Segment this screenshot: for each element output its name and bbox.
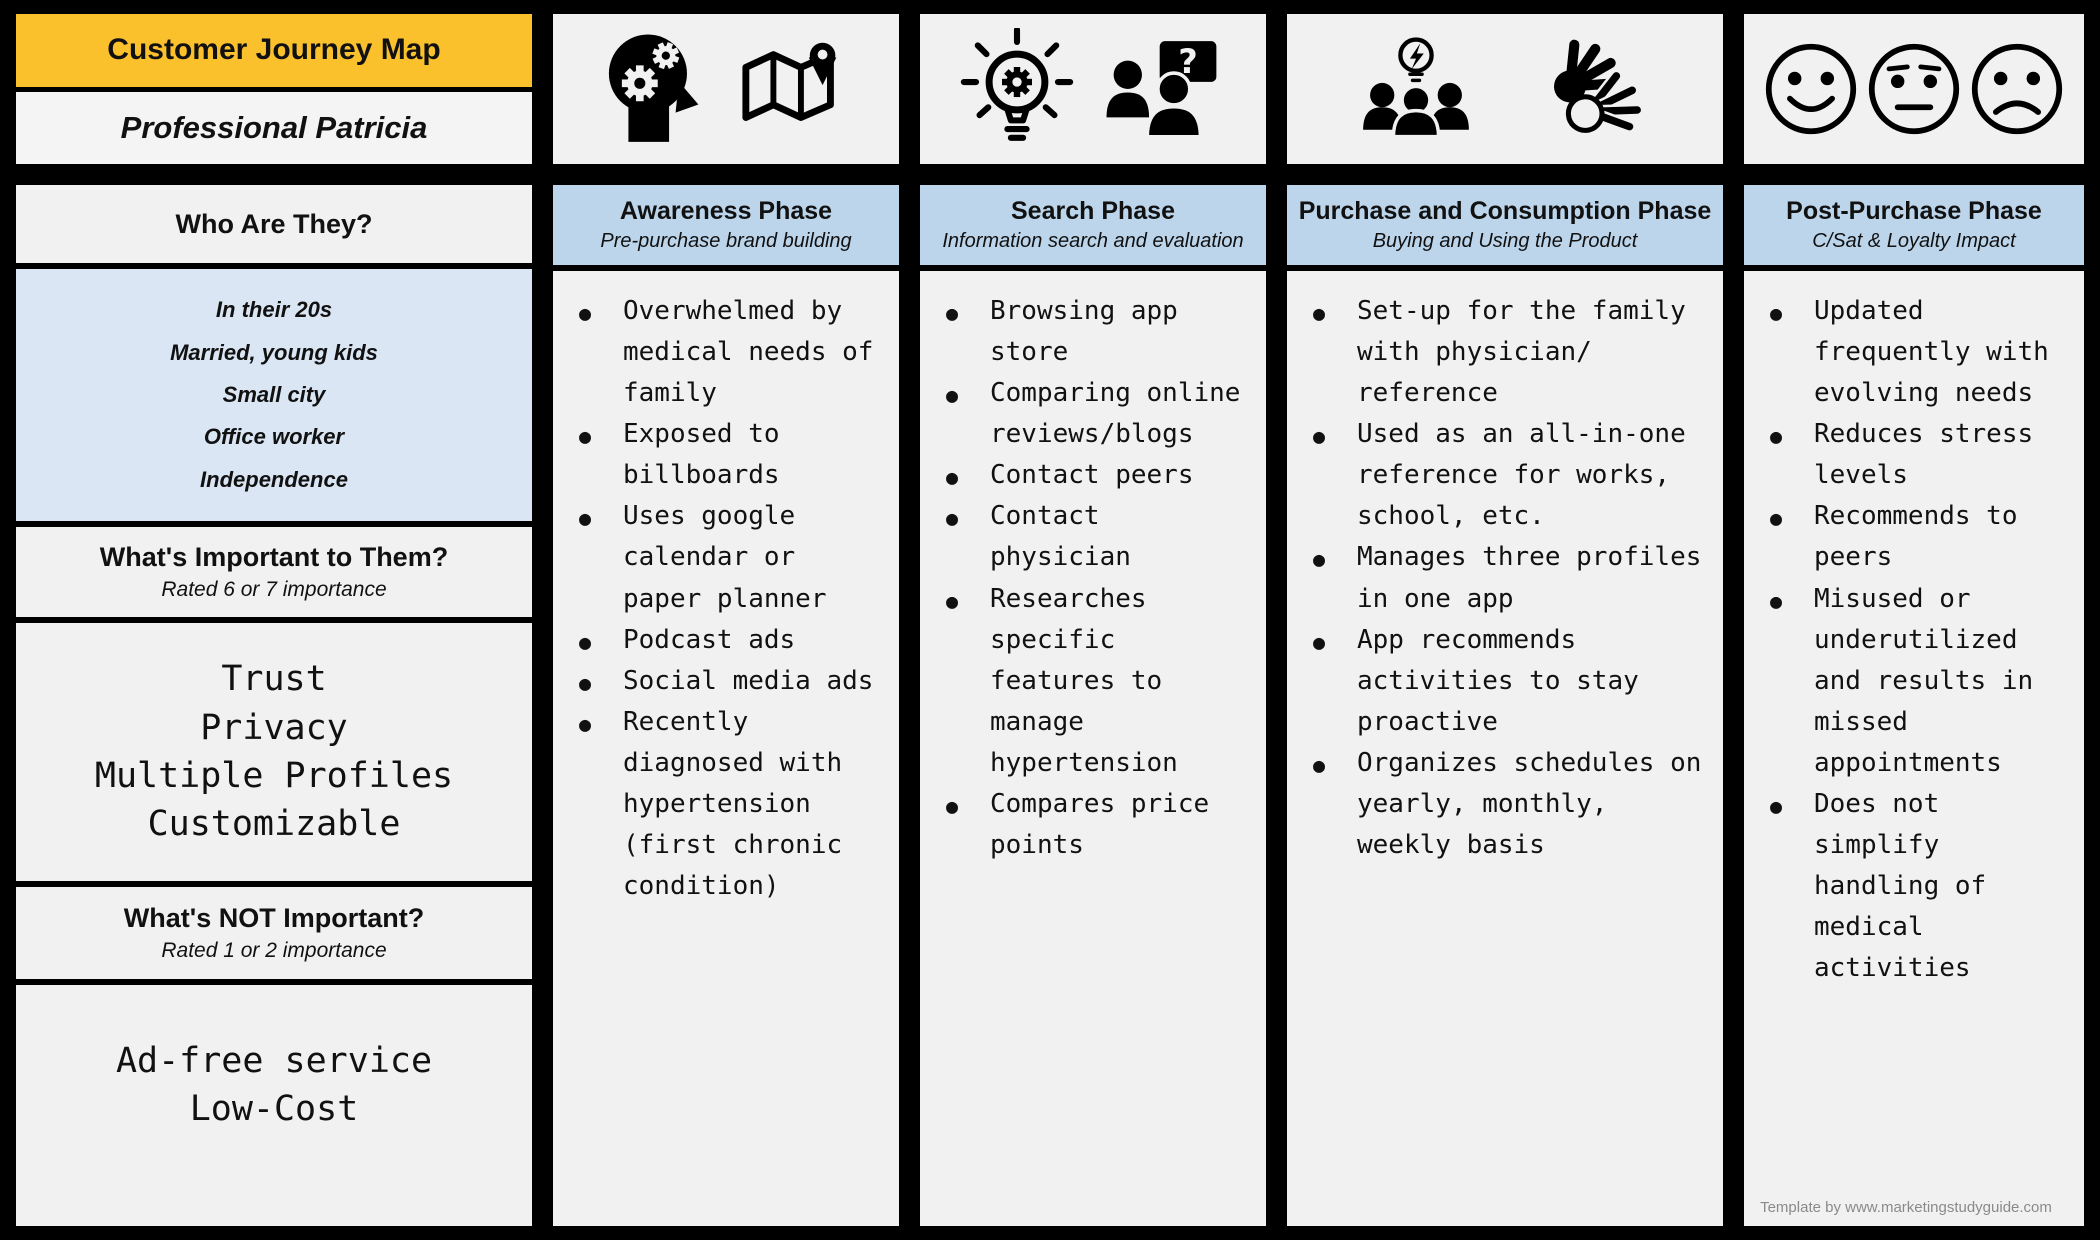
whats-important-list: Trust Privacy Multiple Profiles Customiz… (16, 623, 532, 881)
persona-column: Customer Journey Map Professional Patric… (16, 14, 532, 1226)
bullet-item: Researches specific features to manage h… (946, 579, 1254, 784)
phase-subtitle: Pre-purchase brand building (600, 230, 852, 252)
bullet-item: Reduces stress levels (1770, 414, 2072, 496)
bullet-item: Contact physician (946, 496, 1254, 578)
whats-important-header: What's Important to Them? Rated 6 or 7 i… (16, 527, 532, 617)
important-item: Trust (221, 659, 327, 700)
who-item: Married, young kids (170, 339, 378, 365)
bullet-item: Podcast ads (579, 620, 887, 661)
bullet-item: Misused or underutilized and results in … (1770, 579, 2072, 784)
important-item: Multiple Profiles (94, 756, 454, 796)
who-item: Independence (200, 466, 348, 492)
bullet-item: Organizes schedules on yearly, monthly, … (1313, 743, 1711, 866)
post-purchase-bullet-list: Updated frequently with evolving needs R… (1744, 291, 2072, 1199)
whats-not-important-list: Ad-free service Low-Cost (16, 985, 532, 1226)
awareness-phase-header: Awareness Phase Pre-purchase brand build… (553, 185, 899, 265)
bullet-item: Compares price points (946, 784, 1254, 866)
bullet-item: Contact peers (946, 455, 1254, 496)
bullet-item: Overwhelmed by medical needs of family (579, 291, 887, 414)
search-bullet-list: Browsing app store Comparing online revi… (920, 291, 1254, 1218)
persona-top-band: Customer Journey Map Professional Patric… (16, 14, 532, 164)
who-are-they-list: In their 20s Married, young kids Small c… (16, 269, 532, 521)
bullet-item: Recently diagnosed with hypertension (fi… (579, 702, 887, 907)
not-important-item: Low-Cost (189, 1089, 359, 1130)
awareness-phase-body: Overwhelmed by medical needs of family E… (553, 271, 899, 1226)
svg-text:?: ? (1178, 42, 1198, 81)
template-credit: Template by www.marketingstudyguide.com (1760, 1199, 2052, 1216)
persona-name-banner: Professional Patricia (16, 91, 532, 164)
bullet-item: Used as an all-in-one reference for work… (1313, 414, 1711, 537)
group-idea-icon (1363, 37, 1469, 139)
phase-title: Awareness Phase (619, 197, 833, 225)
phase-title: Purchase and Consumption Phase (1298, 197, 1712, 225)
who-item: In their 20s (215, 297, 333, 323)
bullet-item: Recommends to peers (1770, 496, 2072, 578)
important-item: Customizable (147, 804, 401, 845)
search-phase-body: Browsing app store Comparing online revi… (920, 271, 1266, 1226)
awareness-icons (553, 14, 899, 164)
bullet-item: Comparing online reviews/blogs (946, 373, 1254, 455)
page-title: Customer Journey Map (107, 33, 441, 67)
whats-not-important-header: What's NOT Important? Rated 1 or 2 impor… (16, 887, 532, 979)
persona-sections: Who Are They? In their 20s Married, youn… (16, 185, 532, 1226)
awareness-bullet-list: Overwhelmed by medical needs of family E… (553, 291, 887, 1218)
sad-face-icon (1971, 43, 2063, 135)
map-title-banner: Customer Journey Map (16, 14, 532, 87)
bullet-item: Manages three profiles in one app (1313, 537, 1711, 619)
post-purchase-phase-header: Post-Purchase Phase C/Sat & Loyalty Impa… (1744, 185, 2084, 265)
who-are-they-header: Who Are They? (16, 185, 532, 263)
search-icons: ? (920, 14, 1266, 164)
bullet-item: Social media ads (579, 661, 887, 702)
purchase-bullet-list: Set-up for the family with physician/ re… (1287, 291, 1711, 1218)
who-item: Office worker (203, 424, 345, 450)
search-phase-column: ? Search Phase Information search and ev… (920, 14, 1266, 1226)
purchase-phase-column: Purchase and Consumption Phase Buying an… (1287, 14, 1723, 1226)
post-purchase-phase-body: Updated frequently with evolving needs R… (1744, 271, 2084, 1226)
phase-title: Post-Purchase Phase (1786, 197, 2042, 225)
lightbulb-gear-icon (961, 28, 1074, 141)
head-with-gears-icon (608, 34, 699, 142)
bullet-item: Set-up for the family with physician/ re… (1313, 291, 1711, 414)
purchase-phase-body: Set-up for the family with physician/ re… (1287, 271, 1723, 1226)
phase-subtitle: C/Sat & Loyalty Impact (1812, 230, 2016, 252)
awareness-phase-column: Awareness Phase Pre-purchase brand build… (553, 14, 899, 1226)
post-purchase-phase-column: Post-Purchase Phase C/Sat & Loyalty Impa… (1744, 14, 2084, 1226)
purchase-phase-header: Purchase and Consumption Phase Buying an… (1287, 185, 1723, 265)
search-phase-header: Search Phase Information search and eval… (920, 185, 1266, 265)
important-item: Privacy (200, 707, 348, 748)
bullet-item: Uses google calendar or paper planner (579, 496, 887, 619)
persona-name: Professional Patricia (120, 109, 428, 145)
folded-map-pin-icon (742, 42, 837, 121)
bullet-item: Updated frequently with evolving needs (1770, 291, 2072, 414)
sign-language-hands-icon (1554, 39, 1644, 133)
purchase-icons (1287, 14, 1723, 164)
bullet-item: Does not simplify handling of medical ac… (1770, 784, 2072, 989)
people-question-icon: ? (1106, 41, 1217, 139)
neutral-face-icon (1868, 43, 1960, 135)
phase-subtitle: Information search and evaluation (942, 230, 1244, 252)
post-purchase-icons (1744, 14, 2084, 164)
phase-title: Search Phase (1011, 197, 1175, 225)
bullet-item: App recommends activities to stay proact… (1313, 620, 1711, 743)
phase-subtitle: Buying and Using the Product (1372, 230, 1638, 252)
bullet-item: Exposed to billboards (579, 414, 887, 496)
bullet-item: Browsing app store (946, 291, 1254, 373)
happy-face-icon (1765, 43, 1857, 135)
who-item: Small city (222, 381, 326, 407)
not-important-item: Ad-free service (115, 1041, 433, 1081)
